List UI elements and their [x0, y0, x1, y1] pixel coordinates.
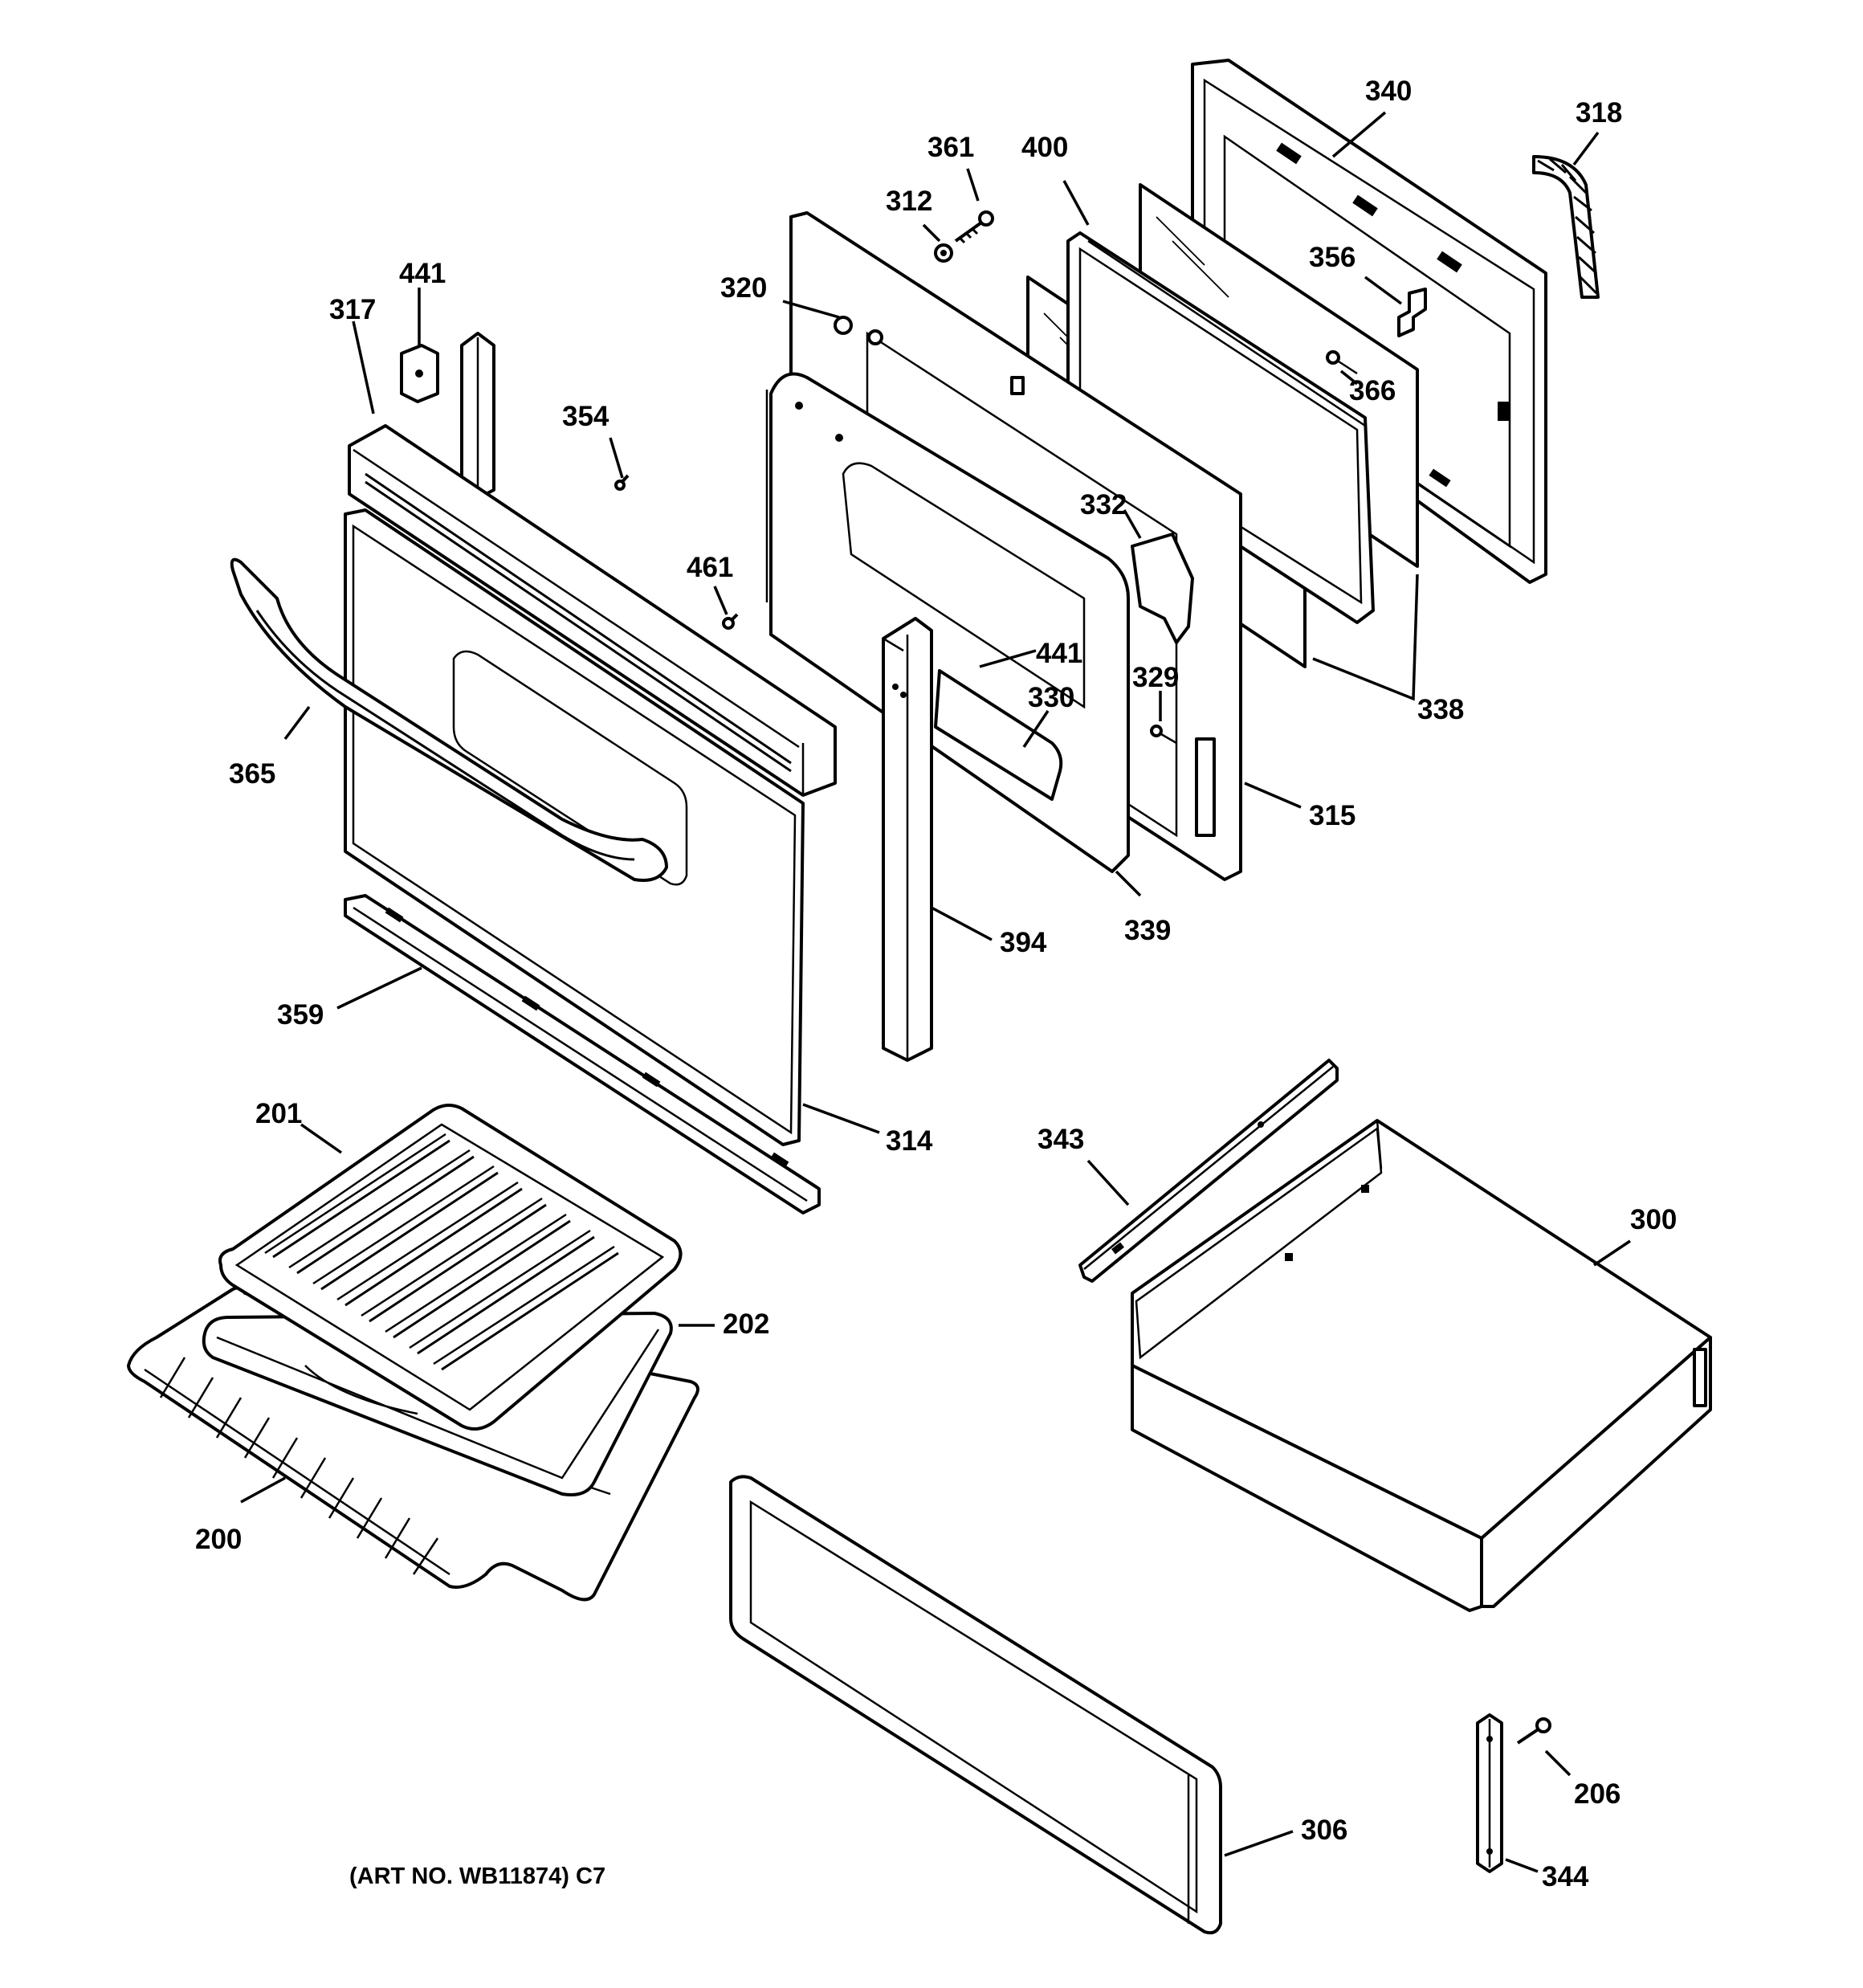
callout-400: 400 [1021, 132, 1068, 163]
part-441-hinge-bracket [400, 344, 439, 403]
part-317-vent-trim [348, 424, 837, 797]
leader-lines [240, 111, 1631, 1873]
callout-343: 343 [1037, 1124, 1084, 1155]
part-330-window-band [934, 669, 1063, 801]
callout-206: 206 [1574, 1778, 1620, 1810]
callout-338: 338 [1417, 694, 1464, 725]
callout-340: 340 [1365, 76, 1412, 107]
callout-330: 330 [1028, 682, 1074, 713]
callout-200: 200 [195, 1524, 242, 1555]
part-206-screw [1516, 1717, 1551, 1745]
part-318-door-gasket [1532, 155, 1600, 299]
part-356-bracket [1397, 288, 1427, 337]
part-354-screw [614, 474, 630, 491]
part-394-side-trim [882, 617, 933, 1062]
callout-320: 320 [720, 272, 767, 304]
callout-315: 315 [1309, 800, 1355, 831]
part-359-bottom-channel [344, 894, 821, 1214]
callout-317: 317 [329, 294, 376, 325]
callout-329: 329 [1132, 662, 1179, 693]
callout-300: 300 [1630, 1204, 1677, 1235]
callout-339: 339 [1124, 915, 1171, 946]
callout-314: 314 [886, 1125, 933, 1157]
art-number: (ART NO. WB11874) C7 [349, 1863, 605, 1889]
callout-394: 394 [1000, 927, 1047, 958]
callout-318: 318 [1576, 97, 1622, 129]
part-201-broiler-grid [218, 1104, 683, 1431]
callout-306: 306 [1301, 1815, 1347, 1846]
callout-441-mid: 441 [1036, 638, 1082, 669]
callout-202: 202 [723, 1308, 769, 1340]
callout-365: 365 [229, 758, 275, 790]
callout-356: 356 [1309, 242, 1355, 273]
part-461-screw [722, 613, 739, 630]
part-300-drawer-box [1131, 1119, 1712, 1612]
callout-labels: 340 318 361 400 312 356 320 441 317 354 … [195, 76, 1677, 1892]
callout-366: 366 [1349, 375, 1396, 406]
part-361-screw [954, 210, 994, 244]
callout-354: 354 [562, 401, 609, 432]
part-365-door-handle [230, 557, 668, 882]
part-344-drawer-bracket [1476, 1713, 1503, 1873]
callout-441-top: 441 [399, 258, 446, 289]
callout-332: 332 [1080, 489, 1127, 520]
door-hinge-arm [460, 332, 495, 500]
callout-201: 201 [255, 1098, 302, 1129]
callout-359: 359 [277, 999, 324, 1031]
part-312-nut [934, 243, 953, 263]
part-343-drawer-rail [1078, 1059, 1339, 1283]
callout-361: 361 [927, 132, 974, 163]
part-366-screw [1326, 350, 1358, 375]
callout-344: 344 [1542, 1861, 1589, 1892]
part-306-drawer-front [729, 1475, 1222, 1935]
part-329-screw [1150, 725, 1177, 745]
callout-312: 312 [886, 186, 932, 217]
part-332-insulation [1131, 533, 1194, 644]
callout-461: 461 [687, 552, 733, 583]
